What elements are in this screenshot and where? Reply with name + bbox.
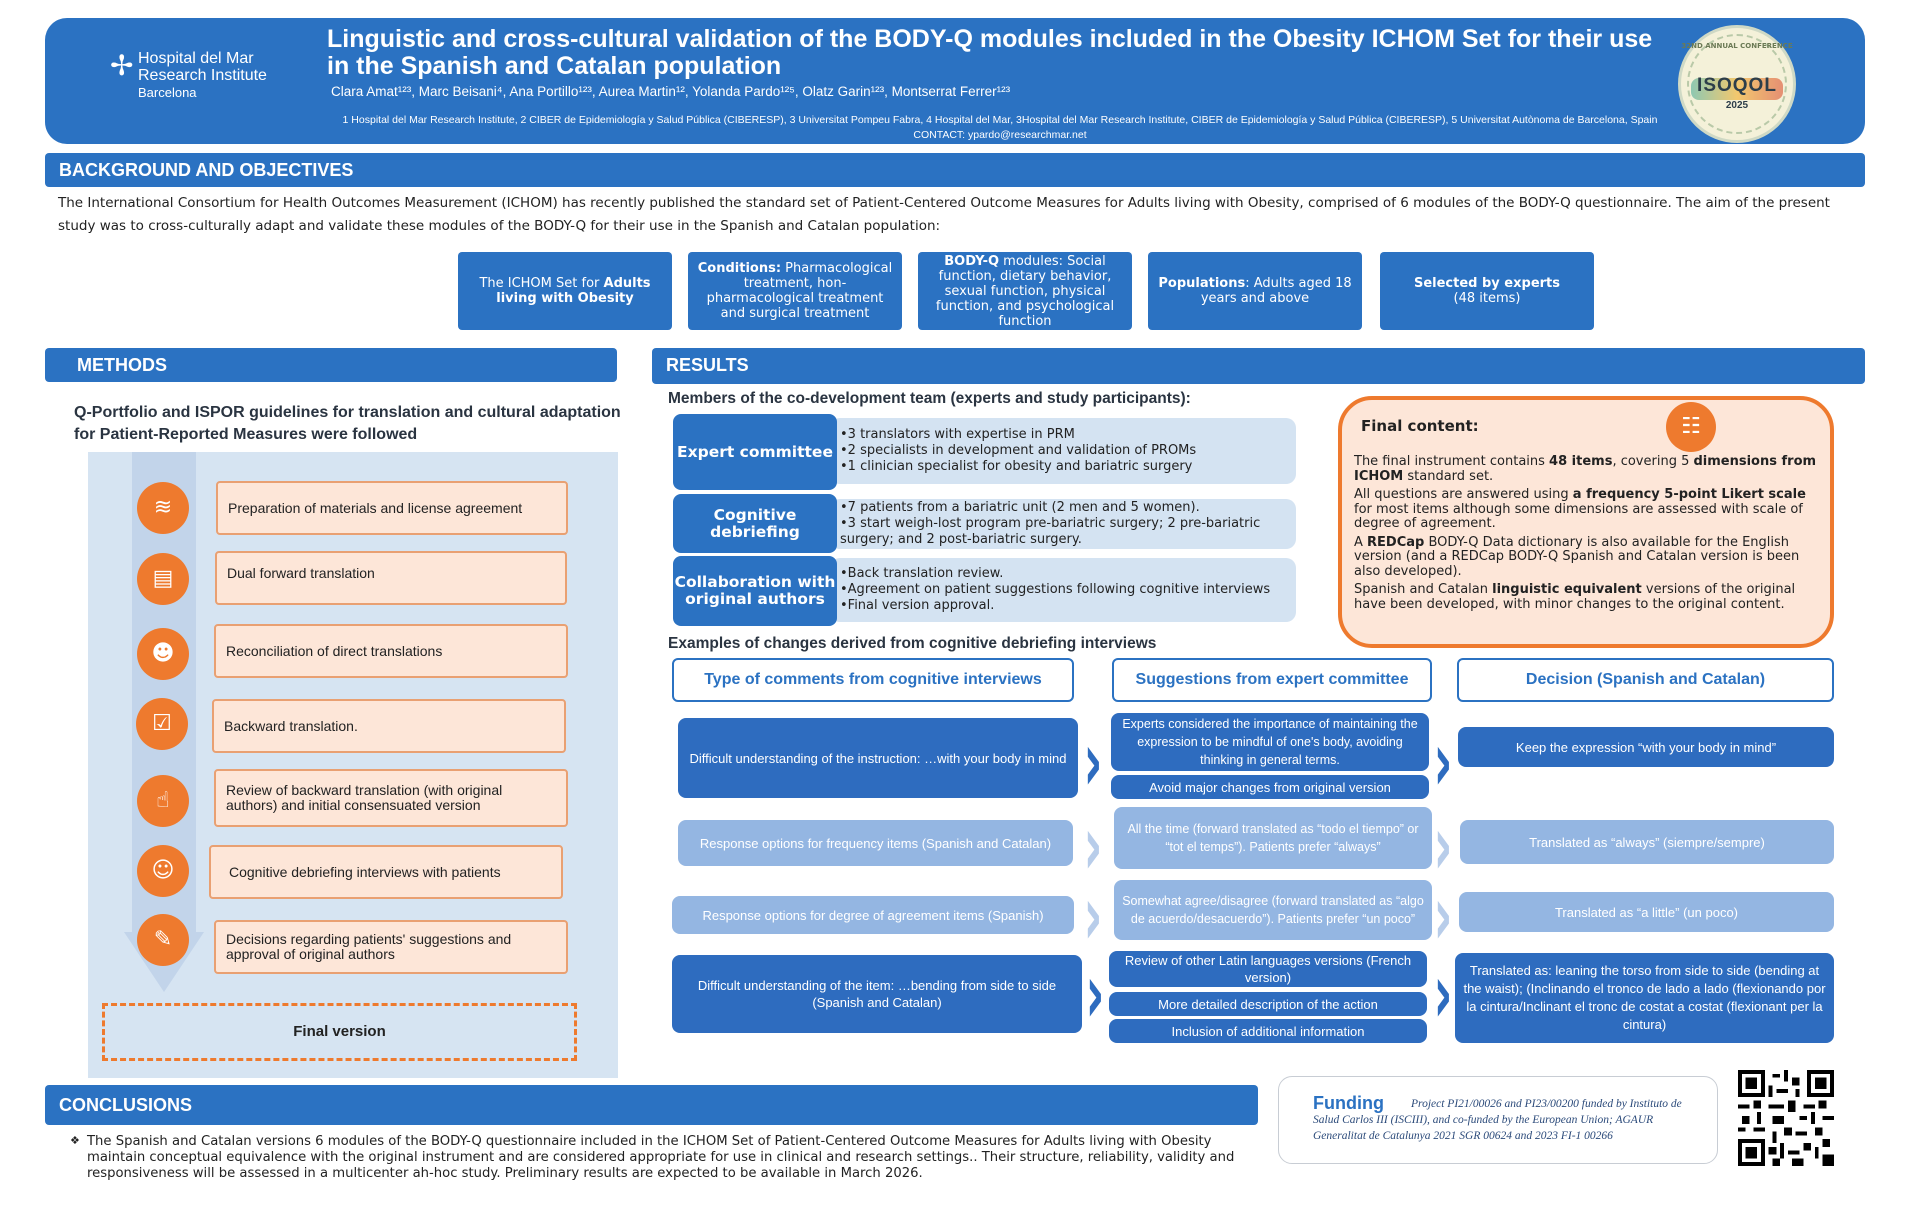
row4-suggestion-3: Inclusion of additional information <box>1109 1019 1427 1043</box>
final-content-body: The final instrument contains 48 items, … <box>1354 454 1817 612</box>
logo-line2: Research Institute <box>138 67 267 84</box>
objective-box-populations: Populations: Adults aged 18 years and ab… <box>1148 252 1362 330</box>
step-cognitive-interviews: Cognitive debriefing interviews with pat… <box>209 845 563 899</box>
background-heading: BACKGROUND AND OBJECTIVES <box>45 153 1865 187</box>
objective-box-selected: Selected by experts (48 items) <box>1380 252 1594 330</box>
row4-suggestion-2: More detailed description of the action <box>1109 992 1427 1016</box>
conference-badge: 32ND ANNUAL CONFERENCE ISOQOL 2025 <box>1678 25 1796 143</box>
background-text: The International Consortium for Health … <box>58 195 1830 234</box>
chevron-right-icon: › <box>1083 796 1103 894</box>
logo-line1: Hospital del Mar <box>138 50 254 67</box>
cognitive-debriefing-desc: •7 patients from a bariatric unit (2 men… <box>830 499 1296 549</box>
collaboration-label: Collaboration with original authors <box>673 556 837 626</box>
badge-top-text: 32ND ANNUAL CONFERENCE <box>1681 42 1793 50</box>
results-heading-bar: RESULTS <box>652 348 1865 384</box>
methods-heading-bar: METHODS <box>45 348 617 382</box>
row4-decision: Translated as: leaning the torso from si… <box>1455 953 1834 1043</box>
badge-name: ISOQOL <box>1697 75 1777 96</box>
row3-suggestion: Somewhat agree/disagree (forward transla… <box>1114 880 1432 940</box>
row4-suggestion-1: Review of other Latin languages versions… <box>1109 951 1427 987</box>
cognitive-debriefing-label: Cognitive debriefing <box>673 494 837 553</box>
final-version-box: Final version <box>102 1003 577 1061</box>
column-head-decision: Decision (Spanish and Catalan) <box>1457 658 1834 702</box>
logo-line3: Barcelona <box>138 85 197 100</box>
funding-title: Funding <box>1313 1093 1384 1113</box>
hospital-logo-text: Hospital del Mar Research Institute Barc… <box>138 50 267 101</box>
author-list: Clara Amat¹²³, Marc Beisani⁴, Ana Portil… <box>331 84 1011 99</box>
final-content-box <box>1338 396 1834 648</box>
step-preparation: Preparation of materials and license agr… <box>216 481 568 535</box>
objective-box-bodyq: BODY-Q modules: Social function, dietary… <box>918 252 1132 330</box>
row4-comment: Difficult understanding of the item: …be… <box>672 955 1082 1033</box>
clipboard-icon: ☷ <box>1666 402 1716 452</box>
step-backward-translation: Backward translation. <box>212 699 566 753</box>
row2-decision: Translated as “always” (siempre/sempre) <box>1460 820 1834 864</box>
diamond-bullet-icon: ❖ <box>70 1134 80 1147</box>
collaboration-desc: •Back translation review. •Agreement on … <box>830 558 1296 622</box>
chevron-right-icon: › <box>1433 944 1453 1042</box>
step-reconciliation: Reconciliation of direct translations <box>214 624 568 678</box>
step-review-backward: Review of backward translation (with ori… <box>214 769 568 827</box>
chevron-right-icon: › <box>1083 866 1103 964</box>
conclusions-text: The Spanish and Catalan versions 6 modul… <box>87 1134 1235 1181</box>
row1-suggestion-2: Avoid major changes from original versio… <box>1111 775 1429 799</box>
document-icon: ▤ <box>137 553 189 605</box>
people-icon: ☻ <box>137 628 189 680</box>
examples-heading: Examples of changes derived from cogniti… <box>668 635 1157 652</box>
objective-box-ichom: The ICHOM Set for Adults living with Obe… <box>458 252 672 330</box>
badge-year: 2025 <box>1725 100 1749 111</box>
conclusions-heading-bar: CONCLUSIONS <box>45 1085 1258 1125</box>
row1-decision: Keep the expression “with your body in m… <box>1458 727 1834 767</box>
team-heading: Members of the co-development team (expe… <box>668 390 1191 407</box>
chevron-right-icon: › <box>1083 712 1103 810</box>
methods-subheading: Q-Portfolio and ISPOR guidelines for tra… <box>74 404 621 443</box>
chevron-right-icon: › <box>1433 796 1453 894</box>
checklist-icon: ☑ <box>136 698 188 750</box>
row2-suggestion: All the time (forward translated as “tod… <box>1114 807 1432 869</box>
interview-icon: ☺ <box>137 845 189 897</box>
hand-icon: ☝ <box>137 775 189 827</box>
chevron-right-icon: › <box>1085 944 1105 1042</box>
row3-comment: Response options for degree of agreement… <box>672 896 1074 934</box>
expert-committee-desc: •3 translators with expertise in PRM •2 … <box>830 418 1296 484</box>
final-content-title: Final content: <box>1361 417 1479 435</box>
funding-text: Project PI21/00026 and PI23/00200 funded… <box>1313 1098 1682 1142</box>
layers-icon: ≋ <box>137 482 189 534</box>
hospital-logo-icon: ✢ <box>110 49 134 82</box>
qr-code-icon[interactable] <box>1738 1070 1834 1166</box>
row1-comment: Difficult understanding of the instructi… <box>678 718 1078 798</box>
column-head-suggestions: Suggestions from expert committee <box>1112 658 1432 702</box>
funding-box <box>1278 1076 1718 1164</box>
row3-decision: Translated as “a little” (un poco) <box>1459 892 1834 932</box>
row1-suggestion-1: Experts considered the importance of mai… <box>1111 713 1429 771</box>
chevron-right-icon: › <box>1433 712 1453 810</box>
header-banner <box>45 18 1865 144</box>
column-head-comments: Type of comments from cognitive intervie… <box>672 658 1074 702</box>
decision-icon: ✎ <box>137 914 189 966</box>
step-forward-translation: Dual forward translation <box>215 551 567 605</box>
row2-comment: Response options for frequency items (Sp… <box>678 820 1073 866</box>
chevron-right-icon: › <box>1433 866 1453 964</box>
step-decisions: Decisions regarding patients' suggestion… <box>214 920 568 974</box>
poster-title: Linguistic and cross-cultural validation… <box>327 25 1653 80</box>
expert-committee-label: Expert committee <box>673 414 837 490</box>
affiliations: 1 Hospital del Mar Research Institute, 2… <box>342 114 1658 141</box>
objective-box-conditions: Conditions: Pharmacological treatment, h… <box>688 252 902 330</box>
